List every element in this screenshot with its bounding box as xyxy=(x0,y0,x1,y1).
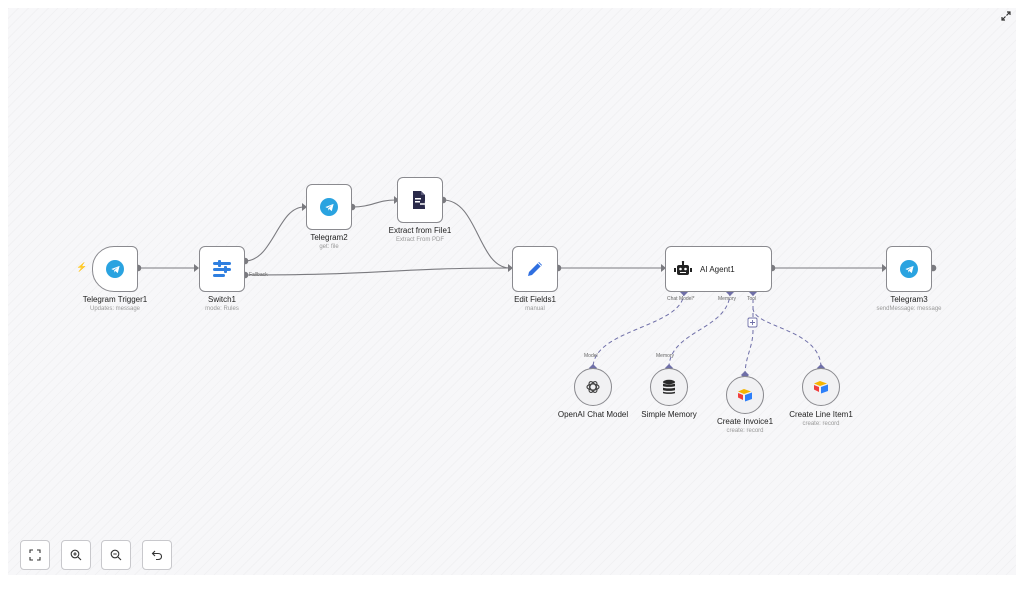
node-telegram2[interactable] xyxy=(306,184,352,230)
node-extract-from-file[interactable] xyxy=(397,177,443,223)
switch-icon xyxy=(213,260,231,277)
node-subtitle: get: file xyxy=(319,244,339,250)
node-title: Create Line Item1 xyxy=(789,410,853,419)
workflow-canvas[interactable]: ⚡ Telegram Trigger1 Updates: message Fal… xyxy=(8,8,1016,575)
node-title: Telegram2 xyxy=(310,233,348,242)
node-simple-memory[interactable] xyxy=(650,368,688,406)
edge-telegram2-extract xyxy=(351,199,397,208)
airtable-icon xyxy=(814,381,828,394)
edge-memory xyxy=(668,291,731,369)
node-title: Create Invoice1 xyxy=(716,417,774,426)
database-icon xyxy=(663,379,675,394)
port-label-memory: Memory xyxy=(718,296,737,302)
node-edit-fields[interactable] xyxy=(512,246,558,292)
reset-button[interactable] xyxy=(142,540,172,570)
file-export-icon xyxy=(413,191,429,209)
port-label-tool: Tool xyxy=(747,296,757,302)
node-title: Simple Memory xyxy=(641,410,697,419)
node-create-line-item[interactable] xyxy=(802,368,840,406)
openai-icon xyxy=(586,381,600,393)
airtable-icon xyxy=(738,389,752,402)
node-title: OpenAI Chat Model xyxy=(557,410,629,419)
node-subtitle: Extract From PDF xyxy=(395,237,444,243)
edge-switch-editfields xyxy=(244,267,511,276)
node-subtitle: create: record xyxy=(802,421,840,427)
trigger-bolt-icon: ⚡ xyxy=(76,262,88,272)
zoom-in-button[interactable] xyxy=(61,540,91,570)
node-title: Edit Fields1 xyxy=(514,295,556,304)
node-title: Telegram3 xyxy=(890,295,928,304)
zoom-out-icon xyxy=(110,549,122,561)
node-title: Telegram Trigger1 xyxy=(82,295,148,304)
node-switch[interactable] xyxy=(199,246,245,292)
telegram-icon xyxy=(900,260,918,278)
node-ai-agent[interactable]: AI Agent1 xyxy=(665,246,772,292)
fit-view-icon xyxy=(29,549,41,561)
robot-icon xyxy=(674,261,692,275)
edge-tool-invoice xyxy=(744,329,754,377)
node-title: Switch1 xyxy=(207,295,236,304)
undo-icon xyxy=(151,550,163,561)
pencil-icon xyxy=(528,262,542,276)
node-openai-chat-model[interactable] xyxy=(574,368,612,406)
node-subtitle: Updates: message xyxy=(89,306,141,312)
fit-view-button[interactable] xyxy=(20,540,50,570)
node-subtitle: mode: Rules xyxy=(205,306,239,312)
node-subtitle: create: record xyxy=(726,428,764,434)
zoom-in-icon xyxy=(70,549,82,561)
port-label-memory-in: Memory xyxy=(656,353,675,359)
connections-layer xyxy=(134,196,937,379)
node-create-invoice[interactable] xyxy=(726,376,764,414)
node-telegram-trigger[interactable] xyxy=(92,246,138,292)
telegram-icon xyxy=(106,260,124,278)
edge-model xyxy=(592,291,685,369)
port-label-chat-model: Chat Model* xyxy=(667,296,695,302)
edge-tool-lineitem xyxy=(752,307,822,369)
edge-extract-editfields xyxy=(442,199,511,269)
node-title: Extract from File1 xyxy=(388,226,452,235)
port-label-model: Model xyxy=(584,353,598,359)
node-subtitle: manual xyxy=(525,306,545,312)
zoom-out-button[interactable] xyxy=(101,540,131,570)
expand-icon[interactable] xyxy=(1001,11,1011,21)
port-label-fallback: Fallback xyxy=(249,272,268,278)
node-telegram3[interactable] xyxy=(886,246,932,292)
node-title: AI Agent1 xyxy=(700,264,735,274)
telegram-icon xyxy=(320,198,338,216)
node-subtitle: sendMessage: message xyxy=(876,306,942,312)
edge-switch-telegram2 xyxy=(244,206,305,262)
